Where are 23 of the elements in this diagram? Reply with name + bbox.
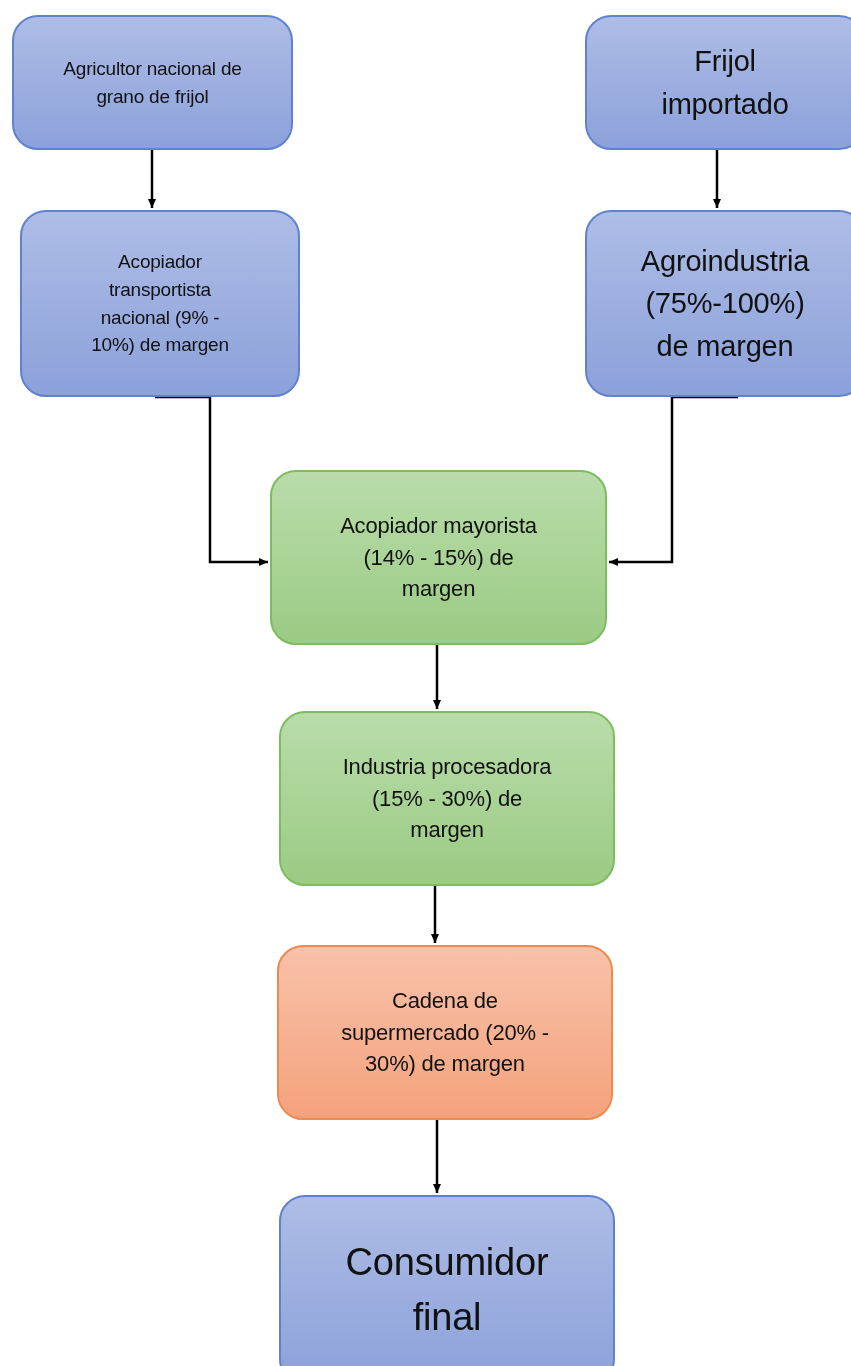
process-box <box>585 15 851 150</box>
process-box <box>20 210 300 397</box>
process-box <box>585 210 851 397</box>
box-label: Consumidor final <box>345 1239 549 1340</box>
arrow <box>155 395 268 566</box>
box-label: Acopiador transportista nacional (9% - 10%) de margen <box>90 250 230 358</box>
box-label: Industria procesadora (15% - 30%) de margen <box>341 752 553 845</box>
arrow <box>713 150 721 208</box>
box-label: Agroindustria (75%-100%) de margen <box>639 244 811 364</box>
box-label: Agricultor nacional de grano de frijol <box>62 56 243 109</box>
arrow <box>433 645 441 709</box>
arrow <box>433 1120 441 1193</box>
box-label: Frijol importado <box>660 44 790 122</box>
arrow <box>609 395 738 566</box>
process-box <box>12 15 293 150</box>
process-box <box>277 945 613 1120</box>
box-label: Cadena de supermercado (20% - 30%) de margen <box>340 986 550 1079</box>
process-box <box>279 711 615 886</box>
arrow <box>431 886 439 943</box>
process-box <box>279 1195 615 1366</box>
box-label: Acopiador mayorista (14% - 15%) de margen <box>339 511 538 604</box>
arrow <box>148 150 156 208</box>
process-box <box>270 470 607 645</box>
